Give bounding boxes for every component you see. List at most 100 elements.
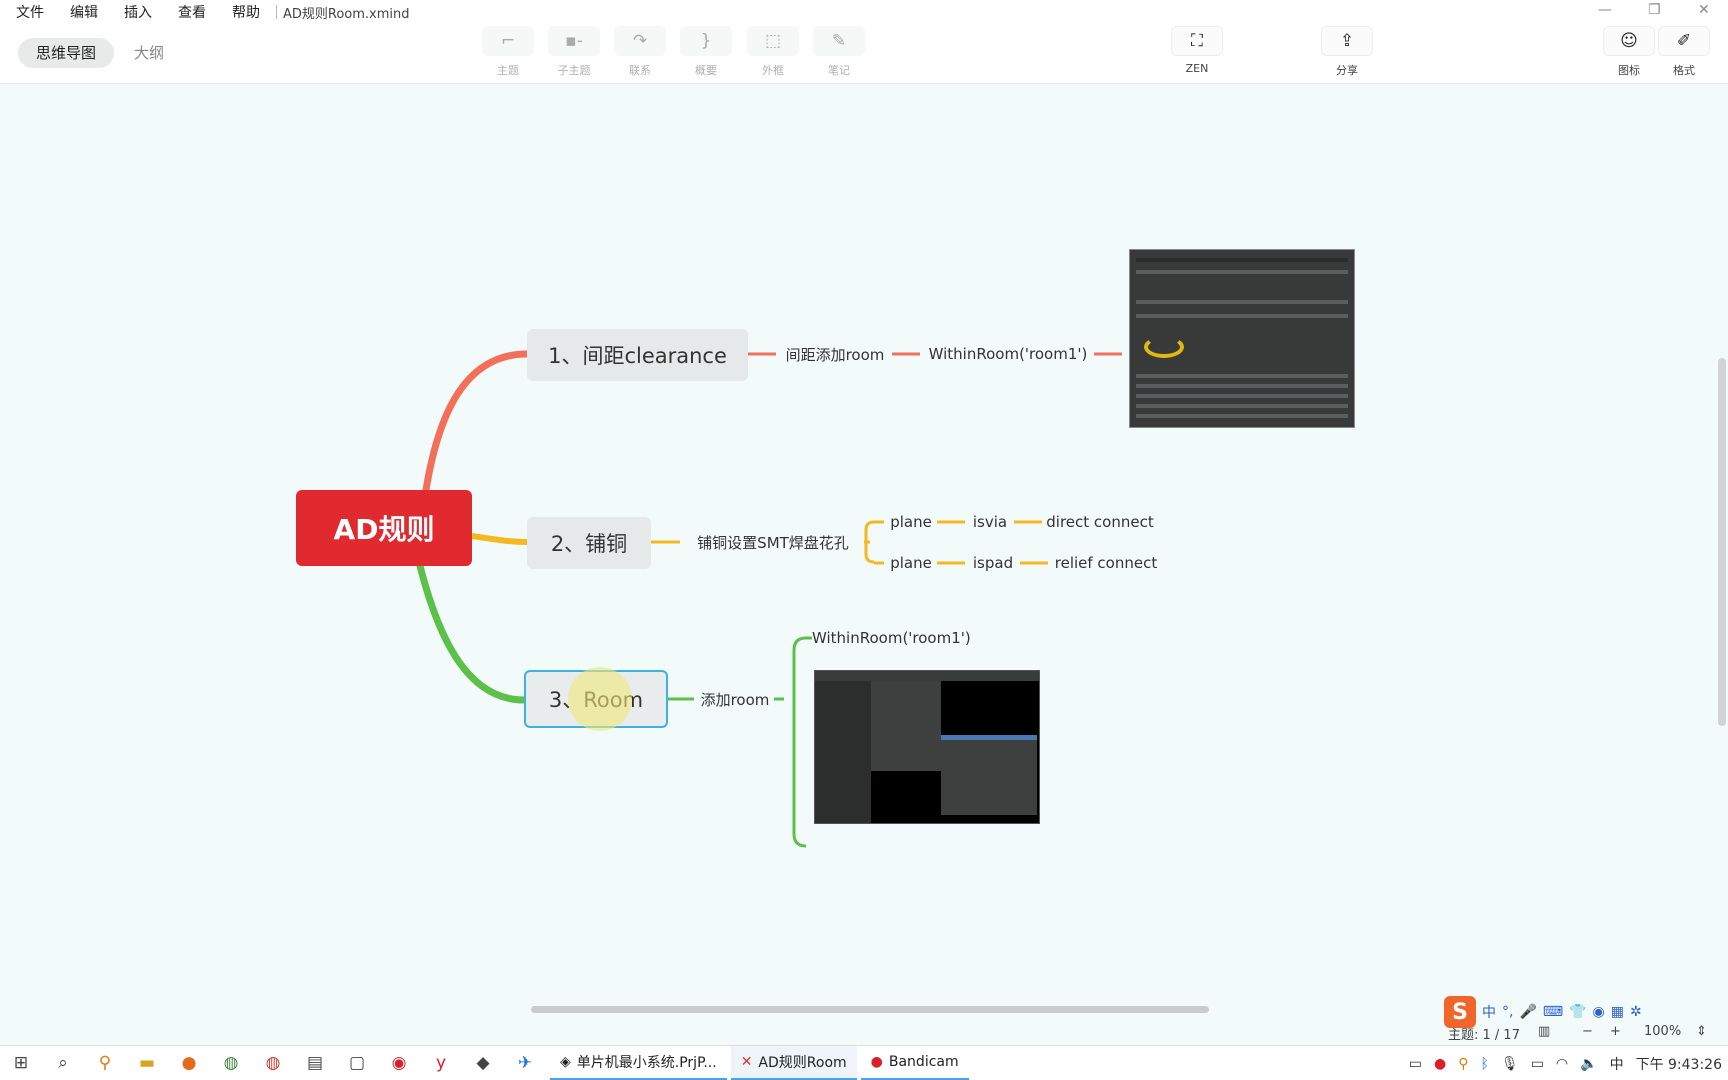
- tab-mindmap[interactable]: 思维导图: [18, 38, 115, 68]
- volume-icon[interactable]: 🔈: [1580, 1055, 1598, 1072]
- punctuation-icon[interactable]: °,: [1502, 1004, 1514, 1020]
- room-menu-screenshot-image[interactable]: [814, 670, 1040, 824]
- leaf-plane-a[interactable]: plane: [890, 513, 932, 531]
- search-icon[interactable]: ⌕: [58, 1053, 68, 1073]
- bluetooth-icon[interactable]: ᛒ: [1480, 1055, 1489, 1072]
- wifi-icon[interactable]: ◠: [1555, 1055, 1569, 1072]
- windows-start-icon[interactable]: ⊞: [13, 1053, 29, 1073]
- zoom-out-button[interactable]: −: [1582, 1024, 1593, 1039]
- mic-tray-icon[interactable]: 🎙: [1500, 1055, 1519, 1072]
- menu-divider: [276, 5, 277, 19]
- topic-count: 主题: 1 / 17: [1448, 1028, 1520, 1043]
- youdao-icon[interactable]: y: [435, 1053, 447, 1073]
- task-xmind[interactable]: ✕ AD规则Room: [730, 1045, 857, 1080]
- apps-icon[interactable]: ▦: [1610, 1004, 1624, 1020]
- search-tool-icon[interactable]: ⚲: [98, 1053, 112, 1073]
- smiley-icon: ☺: [1603, 26, 1655, 56]
- restore-icon[interactable]: ❐: [1648, 2, 1661, 18]
- summary-button[interactable]: } 概要: [679, 26, 733, 78]
- zoom-in-button[interactable]: +: [1610, 1024, 1621, 1039]
- altium-icon: ◈: [560, 1053, 571, 1070]
- document-title: AD规则Room.xmind: [283, 6, 410, 22]
- mindmap-canvas[interactable]: AD规则 1、间距clearance 间距添加room WithinRoom('…: [0, 84, 1716, 1006]
- news-icon[interactable]: ▭: [1408, 1055, 1423, 1072]
- robot-icon[interactable]: ◉: [1592, 1004, 1605, 1020]
- task-bandicam[interactable]: ● Bandicam: [860, 1046, 969, 1080]
- rule-diagram-icon: [1144, 336, 1184, 358]
- zoom-stepper-icon[interactable]: ⇕: [1696, 1024, 1707, 1039]
- clearance-screenshot-image[interactable]: [1129, 249, 1355, 428]
- topic-clearance[interactable]: 1、间距clearance: [527, 329, 748, 381]
- leaf-isvia[interactable]: isvia: [972, 513, 1008, 531]
- task-label: AD规则Room: [758, 1054, 847, 1071]
- icons-label: 图标: [1618, 64, 1640, 77]
- subtopic-withinroom-clearance[interactable]: WithinRoom('room1'): [928, 345, 1088, 363]
- subtopic-add-room[interactable]: 添加room: [700, 690, 770, 709]
- leaf-plane-b[interactable]: plane: [890, 554, 932, 572]
- root-topic[interactable]: AD规则: [296, 490, 472, 566]
- sogou-icon: S: [1444, 996, 1476, 1028]
- share-label: 分享: [1336, 64, 1358, 77]
- file-explorer-icon[interactable]: ▬: [138, 1053, 156, 1073]
- subtopic-button[interactable]: ▪- 子主题: [547, 26, 601, 78]
- boundary-label: 外框: [762, 64, 784, 77]
- zoom-level[interactable]: 100%: [1644, 1024, 1682, 1039]
- taskbar: ⊞ ⌕ ⚲ ▬ ● ◍ ◍ ▤ ▢ ◉ y ◆ ✈ ◈ 单片机最小系统.PrjP…: [0, 1045, 1728, 1080]
- tab-outline[interactable]: 大纲: [134, 44, 165, 62]
- app-icon[interactable]: ◆: [476, 1053, 490, 1073]
- task-altium-project[interactable]: ◈ 单片机最小系统.PrjP...: [550, 1046, 727, 1080]
- map-icon[interactable]: ▥: [1538, 1024, 1551, 1039]
- menu-insert[interactable]: 插入: [124, 5, 152, 21]
- ime-toolbar[interactable]: S 中 °, 🎤 ⌨ 👕 ◉ ▦ ✲: [1444, 994, 1642, 1030]
- notes-label: 笔记: [828, 64, 850, 77]
- skin-icon[interactable]: 👕: [1569, 1004, 1587, 1020]
- menu-view[interactable]: 查看: [178, 5, 206, 21]
- relationship-button[interactable]: ↷ 联系: [613, 26, 667, 78]
- chart-app-icon[interactable]: ▤: [306, 1053, 324, 1073]
- topic-button[interactable]: ⌐ 主题: [481, 26, 535, 78]
- leaf-direct-connect[interactable]: direct connect: [1046, 513, 1154, 531]
- ime-tray-icon[interactable]: 中: [1609, 1056, 1624, 1073]
- menu-bar: 文件 编辑 插入 查看 帮助 AD规则Room.xmind: [0, 0, 1728, 24]
- firefox-icon[interactable]: ●: [181, 1053, 197, 1073]
- battery-icon[interactable]: ▭: [1530, 1055, 1544, 1072]
- minimize-icon[interactable]: —: [1598, 2, 1612, 18]
- topic-copper-pour[interactable]: 2、铺铜: [527, 517, 651, 569]
- subtopic-add-room-clearance[interactable]: 间距添加room: [785, 345, 885, 364]
- leaf-relief-connect[interactable]: relief connect: [1054, 554, 1158, 572]
- search-tray-icon[interactable]: ⚲: [1458, 1055, 1469, 1072]
- vertical-scrollbar[interactable]: [1718, 358, 1726, 726]
- settings-icon[interactable]: ✲: [1630, 1004, 1642, 1020]
- subtopic-label: 子主题: [557, 64, 591, 77]
- menu-edit[interactable]: 编辑: [70, 5, 98, 21]
- subtopic-smt-pad-thermal[interactable]: 铺铜设置SMT焊盘花孔: [697, 533, 849, 552]
- zen-button[interactable]: ⛶ ZEN: [1170, 26, 1224, 75]
- share-button[interactable]: ⇪ 分享: [1320, 26, 1374, 78]
- horizontal-scrollbar[interactable]: [531, 1006, 1209, 1013]
- boundary-button[interactable]: ⬚ 外框: [746, 26, 800, 78]
- feishu-icon[interactable]: ✈: [517, 1053, 533, 1073]
- notes-button[interactable]: ✎ 笔记: [812, 26, 866, 78]
- menu-file[interactable]: 文件: [16, 5, 44, 21]
- summary-icon: }: [680, 26, 732, 56]
- ime-lang[interactable]: 中: [1482, 1005, 1496, 1021]
- netease-music-icon[interactable]: ◉: [391, 1053, 407, 1073]
- menu-help[interactable]: 帮助: [232, 5, 260, 21]
- chrome-icon[interactable]: ◍: [265, 1053, 281, 1073]
- icons-button[interactable]: ☺ 图标: [1602, 26, 1656, 78]
- record-tray-icon[interactable]: ●: [1434, 1055, 1447, 1072]
- relationship-label: 联系: [629, 64, 651, 77]
- subtopic-withinroom-room[interactable]: WithinRoom('room1'): [812, 629, 971, 647]
- close-icon[interactable]: ✕: [1698, 2, 1710, 18]
- clock[interactable]: 下午 9:43:26: [1635, 1056, 1722, 1073]
- zen-label: ZEN: [1185, 62, 1209, 75]
- notepad-icon[interactable]: ▢: [348, 1053, 366, 1073]
- task-label: Bandicam: [888, 1053, 959, 1070]
- chrome-alt-icon[interactable]: ◍: [223, 1053, 239, 1073]
- leaf-ispad[interactable]: ispad: [972, 554, 1014, 572]
- keyboard-icon[interactable]: ⌨: [1542, 1004, 1564, 1020]
- microphone-icon[interactable]: 🎤: [1519, 1004, 1537, 1020]
- brush-icon: ✐: [1658, 26, 1710, 56]
- format-button[interactable]: ✐ 格式: [1657, 26, 1711, 78]
- task-label: 单片机最小系统.PrjP...: [576, 1054, 717, 1071]
